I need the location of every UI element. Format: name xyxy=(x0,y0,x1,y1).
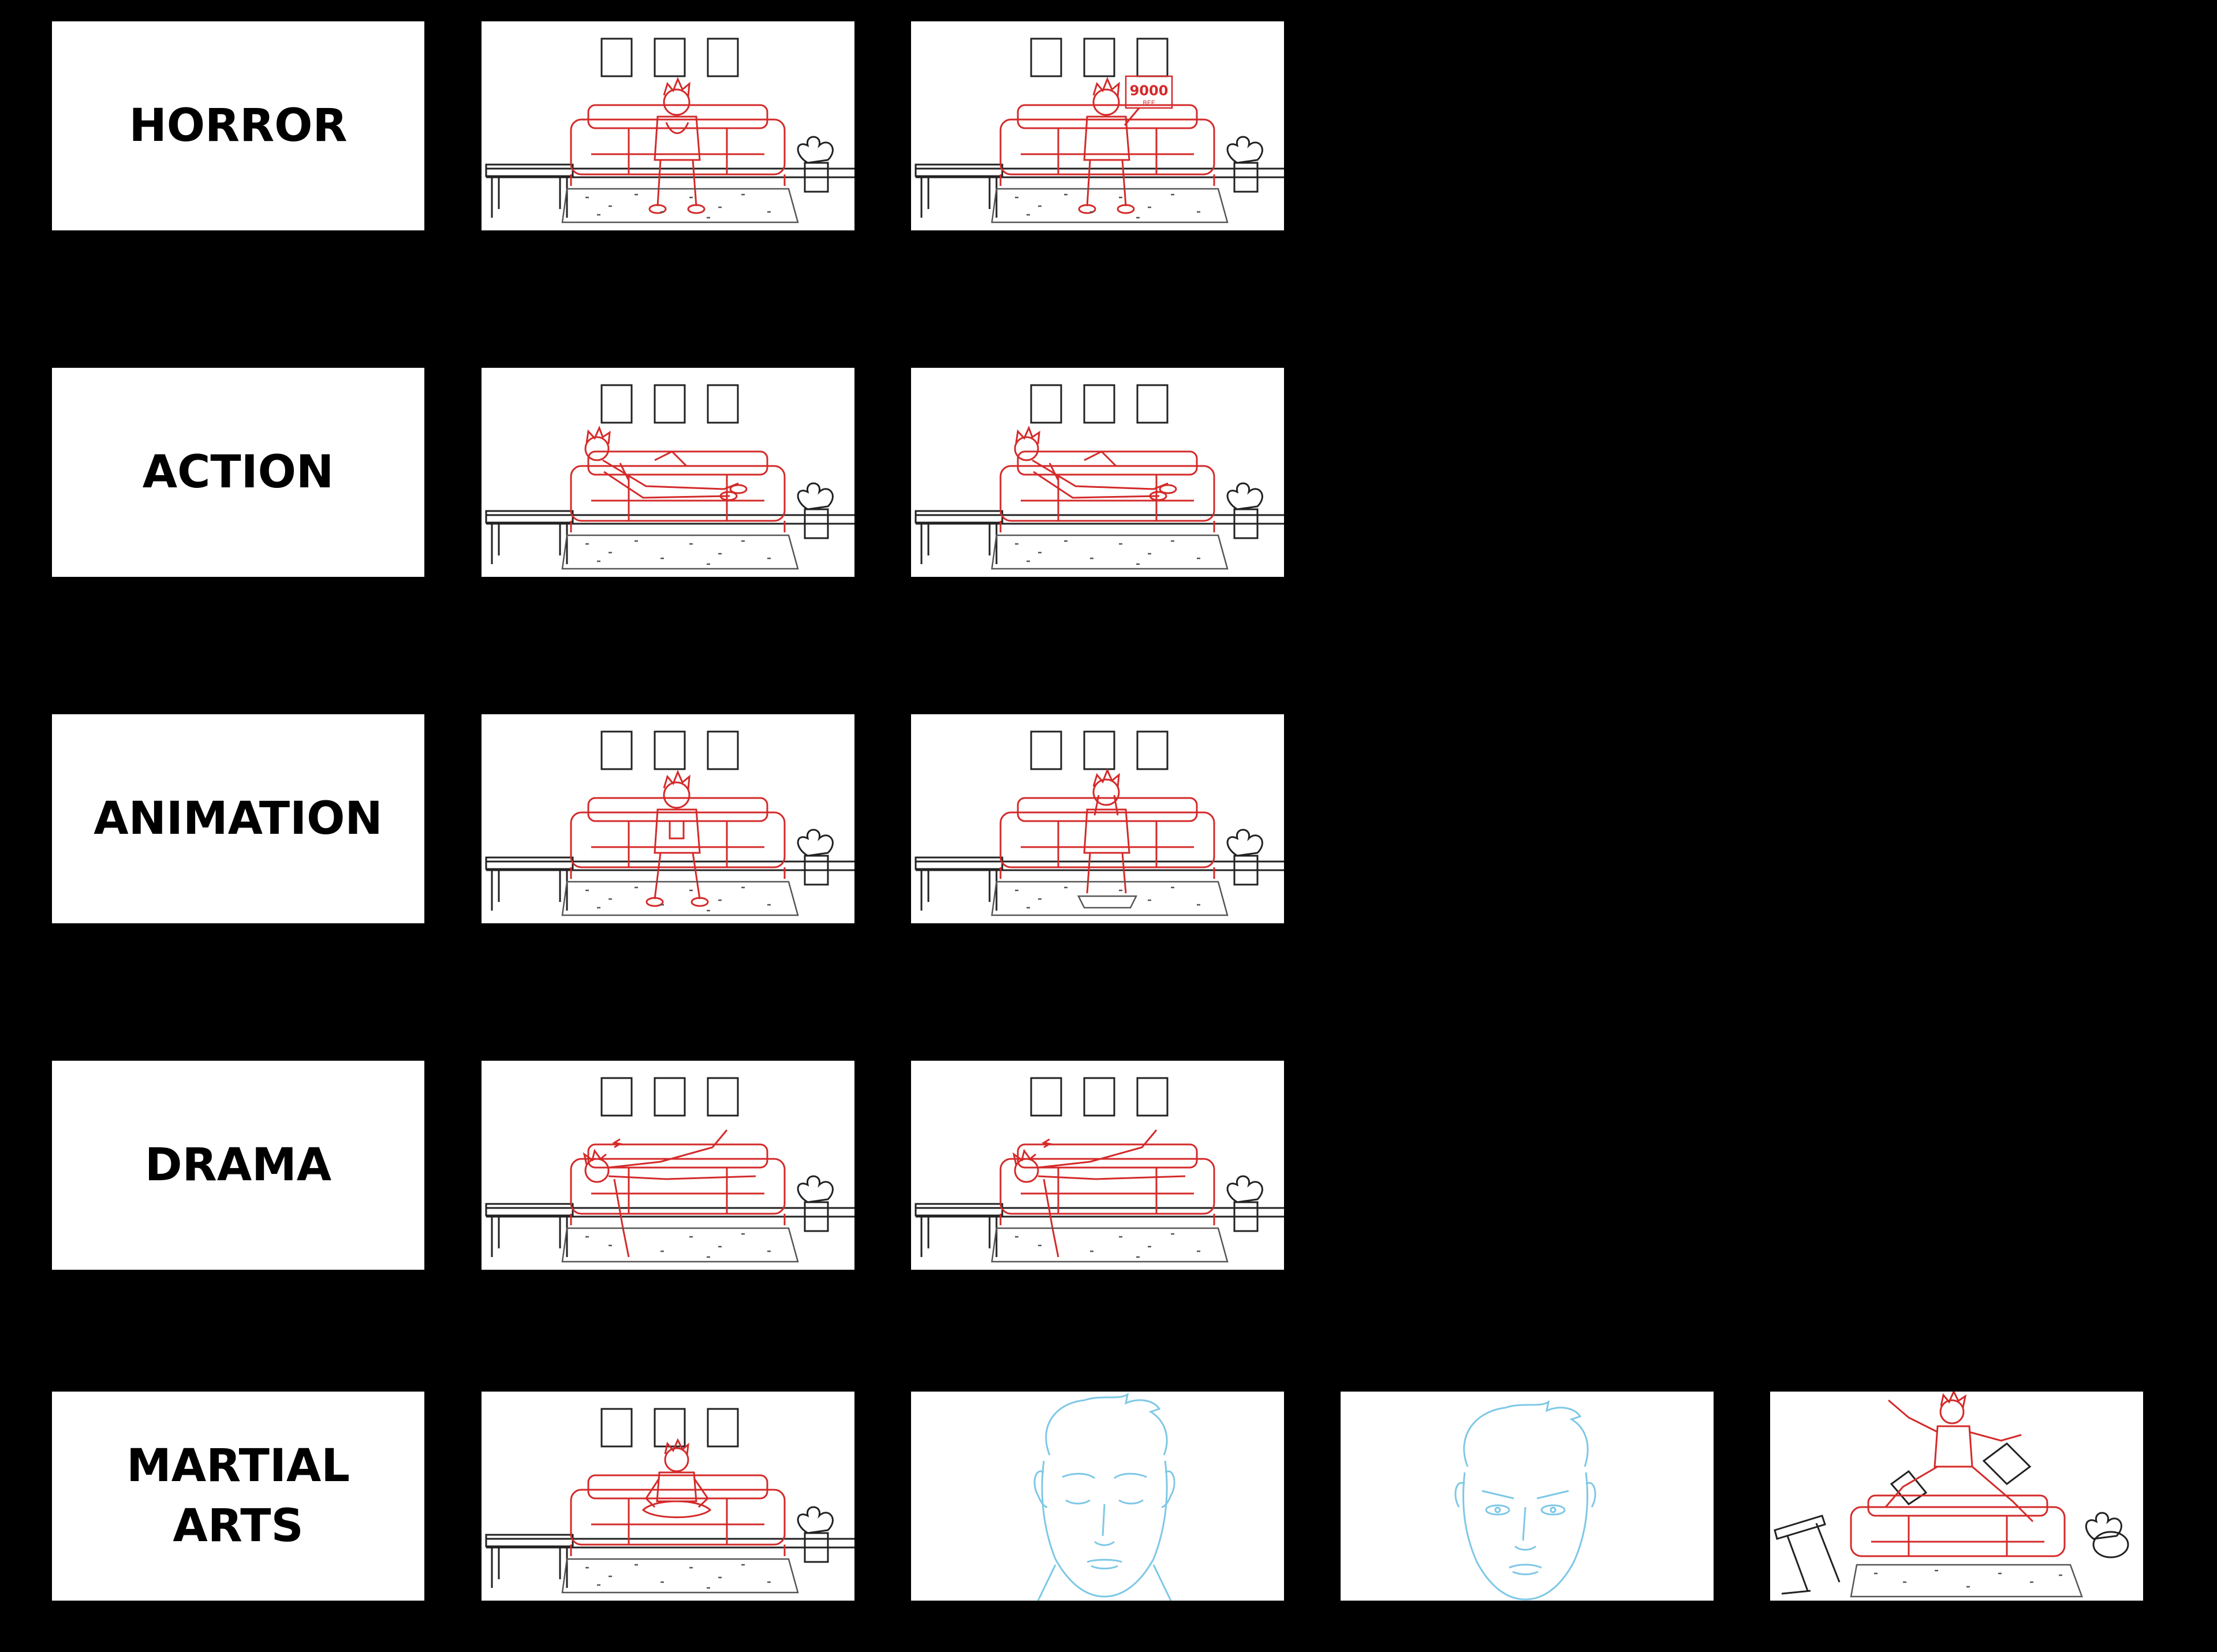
scene-sitting-hands-on-face xyxy=(915,730,1284,916)
scene-sprawled-asleep xyxy=(485,1077,854,1263)
scene-meditating xyxy=(485,1408,854,1594)
genre-label: ANIMATION xyxy=(94,793,383,845)
genre-card-animation: ANIMATION xyxy=(52,714,424,923)
scene-lying-with-phone xyxy=(915,384,1284,570)
storyboard-panel-action-2 xyxy=(911,368,1284,577)
storyboard-panel-animation-2 xyxy=(911,714,1284,923)
sign-sub-text: BEE xyxy=(1143,99,1155,107)
storyboard-panel-horror-1 xyxy=(482,21,854,230)
face-eyes-open-intense-sketch xyxy=(1454,1400,1596,1601)
storyboard-panel-action-1 xyxy=(482,368,854,577)
sign-main-text: 9000 xyxy=(1130,83,1169,99)
genre-card-martial-arts: MARTIAL ARTS xyxy=(52,1392,424,1601)
scene-sitting-clasped xyxy=(485,38,854,223)
scene-sprawled-asleep xyxy=(915,1077,1284,1263)
storyboard-panel-martial-arts-4 xyxy=(1770,1392,2143,1601)
genre-card-horror: HORROR xyxy=(52,21,424,230)
scene-sitting-with-sign: 9000 BEE xyxy=(915,38,1284,223)
scene-sitting-with-phone xyxy=(485,730,854,916)
genre-label: ACTION xyxy=(142,446,334,498)
scene-lying-with-phone xyxy=(485,384,854,570)
face-eyes-closed-sketch xyxy=(1033,1392,1175,1601)
storyboard-panel-horror-2: 9000 BEE xyxy=(911,21,1284,230)
genre-label: MARTIAL ARTS xyxy=(126,1440,350,1552)
genre-card-drama: DRAMA xyxy=(52,1061,424,1270)
storyboard-panel-animation-1 xyxy=(482,714,854,923)
storyboard-panel-martial-arts-1 xyxy=(482,1392,854,1601)
genre-label: DRAMA xyxy=(144,1139,332,1191)
storyboard-panel-martial-arts-3 xyxy=(1341,1392,1714,1601)
storyboard-panel-drama-1 xyxy=(482,1061,854,1270)
scene-fighting-pose xyxy=(1774,1392,2129,1598)
genre-label: HORROR xyxy=(129,100,348,152)
storyboard-panel-martial-arts-2 xyxy=(911,1392,1284,1601)
genre-card-action: ACTION xyxy=(52,368,424,577)
storyboard-panel-drama-2 xyxy=(911,1061,1284,1270)
